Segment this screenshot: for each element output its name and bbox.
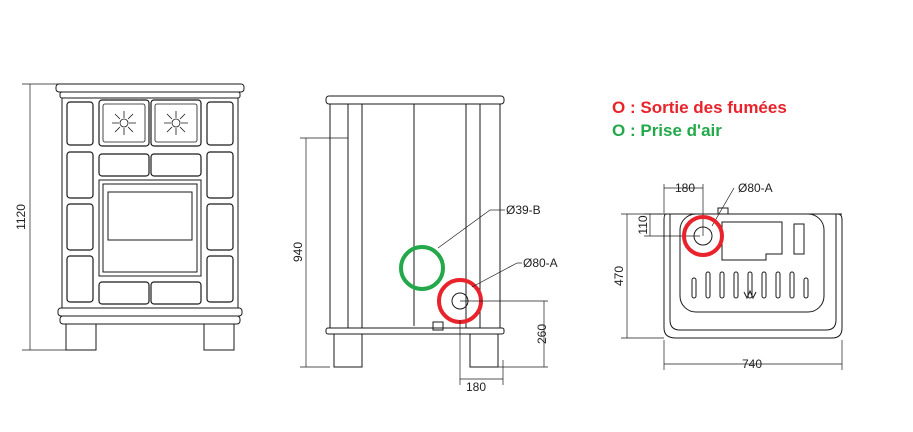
legend: O : Sortie des fumées O : Prise d'air	[612, 96, 787, 142]
top-outlet-depth-dim: 110	[636, 215, 650, 234]
side-view: 940 Ø39-B Ø80-A 260	[291, 95, 558, 394]
legend-outlet-marker: O	[612, 98, 626, 117]
top-width-dim: 740	[742, 357, 762, 371]
legend-air-marker: O	[612, 121, 626, 140]
side-outlet-offset-dim: 180	[466, 380, 486, 394]
top-outlet-label: Ø80-A	[738, 181, 773, 195]
top-outlet-marker	[682, 215, 724, 257]
top-view: 180 Ø80-A 110 470 740	[612, 181, 843, 371]
side-outlet-height-dim: 260	[535, 324, 549, 344]
legend-outlet: O : Sortie des fumées	[612, 96, 787, 119]
side-height-dim: 940	[291, 242, 305, 262]
air-inlet-marker	[399, 245, 445, 291]
legend-outlet-label: : Sortie des fumées	[629, 98, 787, 117]
ornament-left	[112, 111, 136, 135]
top-depth-dim: 470	[612, 266, 626, 286]
grate-bars	[691, 271, 809, 299]
logo-mark	[743, 289, 757, 300]
side-outlet-label: Ø80-A	[523, 256, 558, 270]
side-air-label: Ø39-B	[506, 203, 541, 217]
ornament-right	[164, 111, 188, 135]
legend-air: O : Prise d'air	[612, 119, 787, 142]
top-offset-dim: 180	[675, 181, 695, 195]
legend-air-label: : Prise d'air	[629, 121, 722, 140]
front-view: 1120	[14, 83, 245, 351]
front-height-dim: 1120	[14, 204, 28, 230]
